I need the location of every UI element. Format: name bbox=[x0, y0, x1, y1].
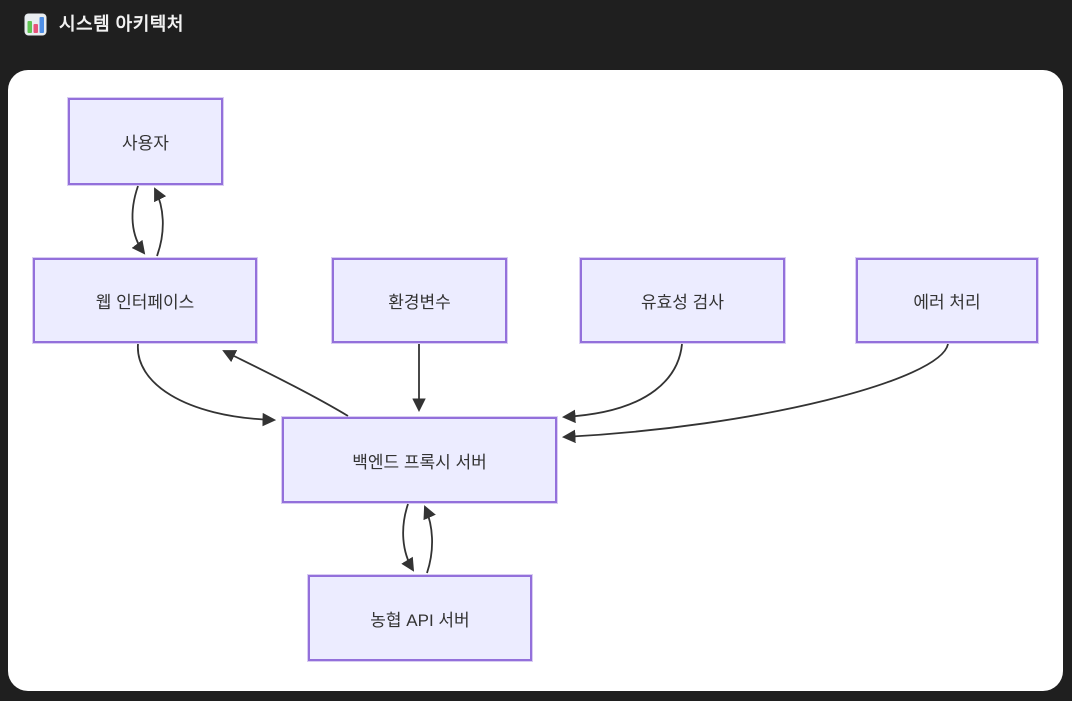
edge-web-to-user bbox=[154, 187, 167, 257]
node-user: 사용자 bbox=[68, 98, 223, 185]
edge-error-to-proxy bbox=[561, 343, 949, 444]
node-env-vars: 환경변수 bbox=[332, 258, 507, 343]
node-error-handling: 에러 처리 bbox=[856, 258, 1038, 343]
node-backend-proxy: 백엔드 프록시 서버 bbox=[282, 417, 557, 503]
page-title: 시스템 아키텍처 bbox=[59, 14, 184, 34]
edge-web-to-proxy bbox=[137, 343, 277, 427]
edge-proxy-to-nh bbox=[401, 503, 415, 572]
node-nh-api: 농협 API 서버 bbox=[308, 575, 532, 661]
diagram-panel: 사용자 웹 인터페이스 환경변수 유효성 검사 에러 처리 백엔드 프록시 서버… bbox=[8, 70, 1063, 691]
node-web-interface: 웹 인터페이스 bbox=[33, 258, 257, 343]
node-validation: 유효성 검사 bbox=[580, 258, 785, 343]
edge-proxy-to-web bbox=[222, 350, 349, 417]
edge-user-to-web bbox=[131, 185, 146, 255]
header: 시스템 아키텍처 bbox=[0, 0, 1072, 70]
bar-chart-icon bbox=[24, 13, 47, 36]
edge-nh-to-proxy bbox=[423, 505, 436, 574]
edge-validation-to-proxy bbox=[561, 343, 683, 424]
diagram-edges bbox=[131, 185, 949, 574]
